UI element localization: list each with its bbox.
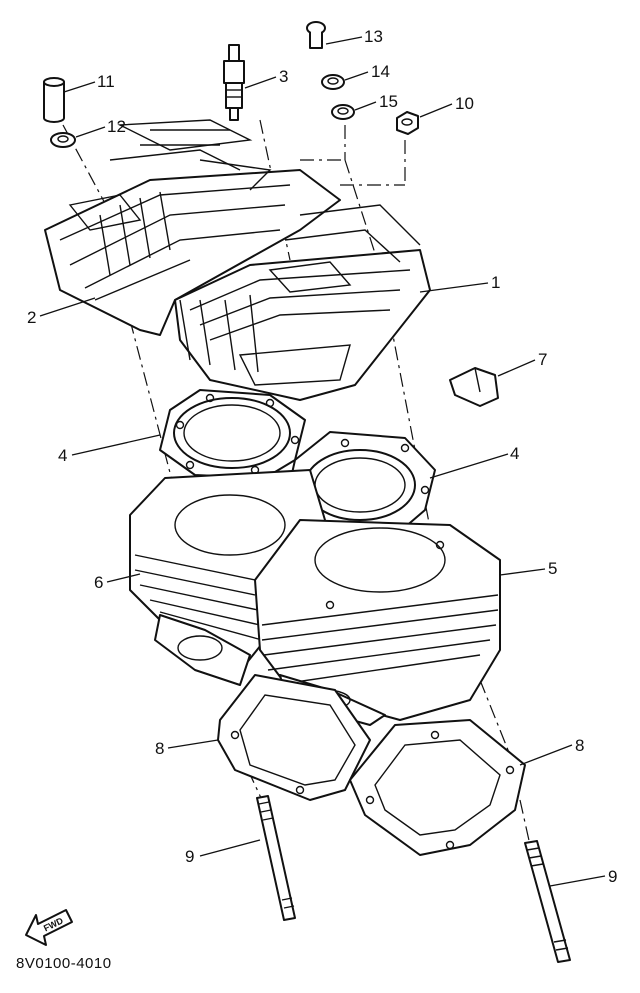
callout-15: 15 — [379, 92, 398, 111]
callout-14: 14 — [371, 62, 390, 81]
base-gasket-left — [217, 674, 371, 801]
callout-13: 13 — [364, 27, 383, 46]
callout-8-right: 8 — [575, 736, 584, 755]
callout-3: 3 — [279, 67, 288, 86]
callout-10: 10 — [455, 94, 474, 113]
cylinder-head-left — [44, 119, 341, 336]
washer-15 — [331, 104, 355, 120]
callout-7: 7 — [538, 350, 547, 369]
cylinder-left — [129, 469, 326, 686]
leader-lines — [39, 36, 606, 887]
callout-11: 11 — [97, 72, 115, 91]
washer-14 — [321, 74, 345, 90]
callout-2: 2 — [27, 308, 36, 327]
cylinder-head-right — [174, 204, 431, 401]
callout-4-right: 4 — [510, 444, 519, 463]
callout-12: 12 — [107, 117, 126, 136]
callout-5: 5 — [548, 559, 557, 578]
callout-4-left: 4 — [58, 446, 67, 465]
callout-6: 6 — [94, 573, 103, 592]
forward-arrow-icon: FWD — [25, 909, 73, 946]
head-gasket-left — [159, 389, 306, 479]
diagram-reference-code: 8V0100-4010 — [16, 955, 112, 972]
callout-8-left: 8 — [155, 739, 164, 758]
callout-9-right: 9 — [608, 867, 617, 886]
damper-block — [449, 367, 499, 407]
callout-9-left: 9 — [185, 847, 194, 866]
nut — [396, 111, 419, 135]
stud-bolt-left — [256, 795, 296, 921]
bolt — [306, 21, 326, 49]
spark-plug — [223, 44, 245, 121]
collar-sleeve — [43, 77, 65, 123]
stud-bolt-right — [524, 840, 571, 963]
callout-labels: 1 2 3 4 4 5 6 7 8 8 9 9 10 11 12 13 14 1… — [27, 27, 617, 886]
base-gasket-right — [349, 719, 526, 856]
washer-12 — [50, 132, 76, 148]
callout-1: 1 — [491, 273, 500, 292]
